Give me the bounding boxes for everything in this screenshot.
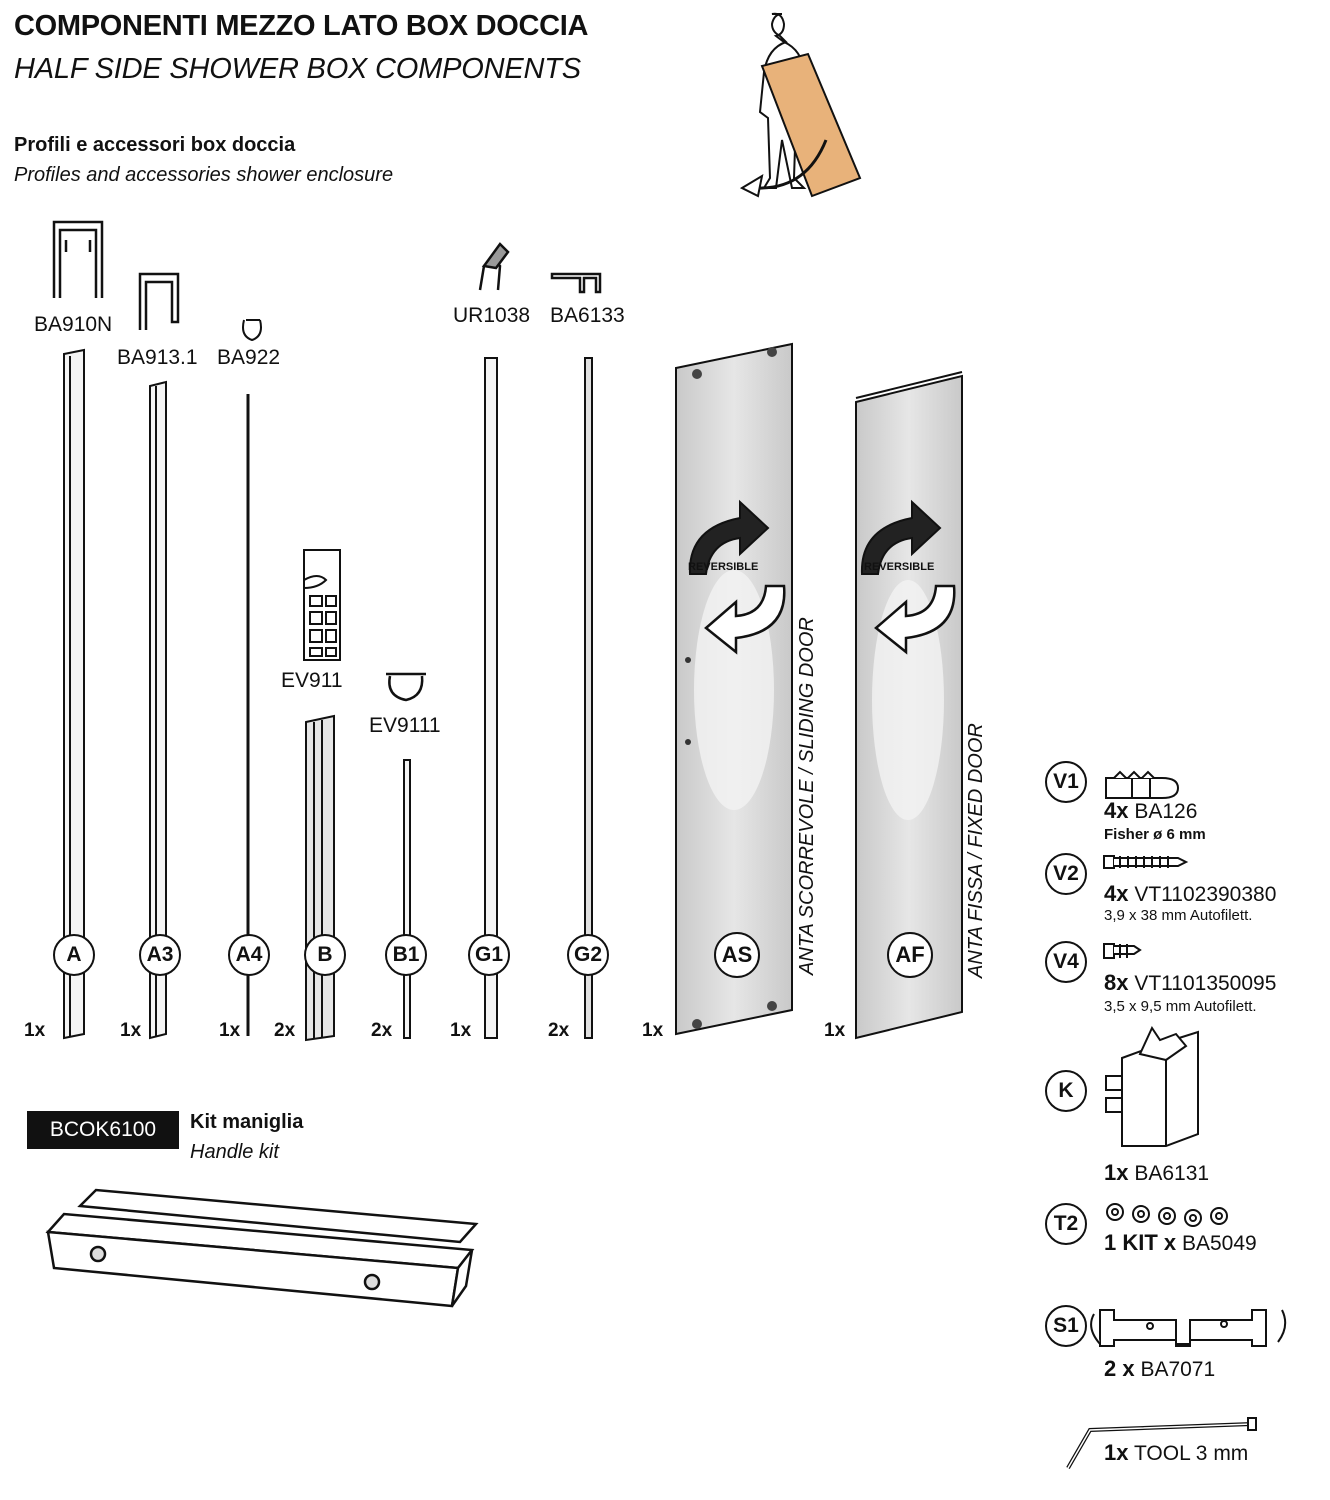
ba910n-section-icon bbox=[52, 220, 104, 298]
ba922-section-icon bbox=[242, 319, 262, 342]
wall-bracket-icon bbox=[1090, 1309, 1287, 1347]
tool-line: 1x TOOL 3 mm bbox=[1104, 1440, 1249, 1465]
person-carrying-panel-icon bbox=[739, 12, 862, 198]
accessory-v1-detail: Fisher ø 6 mm bbox=[1104, 826, 1206, 843]
qty-b1: 2x bbox=[371, 1020, 393, 1041]
accessory-letter-v2: V2 bbox=[1045, 853, 1087, 895]
profile-bar-a bbox=[63, 348, 85, 1040]
code-ba6133: BA6133 bbox=[550, 304, 625, 327]
handle-kit-code-badge: BCOK6100 bbox=[27, 1111, 179, 1149]
page-title: COMPONENTI MEZZO LATO BOX DOCCIA bbox=[14, 10, 589, 42]
panel-letter-af: AF bbox=[887, 932, 933, 978]
code-ba910n: BA910N bbox=[34, 313, 113, 336]
qty-g2: 2x bbox=[548, 1020, 570, 1041]
ev9111-section-icon bbox=[386, 672, 426, 702]
allen-key-icon bbox=[1066, 1417, 1257, 1470]
qty-a: 1x bbox=[24, 1020, 46, 1041]
accessory-v4-detail: 3,5 x 9,5 mm Autofilett. bbox=[1104, 998, 1257, 1015]
handle-kit-label-english: Handle kit bbox=[190, 1141, 279, 1163]
sliding-door-label: ANTA SCORREVOLE / SLIDING DOOR bbox=[796, 617, 818, 975]
handle-kit-drawing bbox=[45, 1188, 479, 1308]
code-ev911: EV911 bbox=[281, 669, 343, 692]
reversible-arrows-icon bbox=[688, 499, 786, 655]
ur1038-section-icon bbox=[478, 242, 510, 291]
accessory-letter-s1: S1 bbox=[1045, 1305, 1087, 1347]
section-subtitle-english: Profiles and accessories shower enclosur… bbox=[14, 164, 394, 186]
accessory-v1-line: 4x BA126 bbox=[1104, 798, 1198, 823]
profile-letter-b: B bbox=[304, 934, 346, 976]
panel-letter-as: AS bbox=[714, 932, 760, 978]
accessory-t2-line: 1 KIT x BA5049 bbox=[1104, 1230, 1257, 1255]
reversible-label: REVERSIBLE bbox=[688, 561, 759, 573]
accessory-k-line: 1x BA6131 bbox=[1104, 1160, 1210, 1185]
profile-letter-a3: A3 bbox=[139, 934, 181, 976]
accessory-v2-detail: 3,9 x 38 mm Autofilett. bbox=[1104, 907, 1253, 924]
accessory-letter-v4: V4 bbox=[1045, 941, 1087, 983]
profile-bar-g1 bbox=[484, 357, 498, 1039]
accessory-v2-line: 4x VT1102390380 bbox=[1104, 881, 1277, 906]
ev911-section-icon bbox=[303, 549, 341, 661]
profile-letter-a4: A4 bbox=[228, 934, 270, 976]
code-ur1038: UR1038 bbox=[453, 304, 531, 327]
qty-b: 2x bbox=[274, 1020, 296, 1041]
accessory-v4-line: 8x VT1101350095 bbox=[1104, 970, 1277, 995]
profile-bar-b bbox=[305, 714, 335, 1042]
qty-a4: 1x bbox=[219, 1020, 241, 1041]
code-ba922: BA922 bbox=[217, 346, 281, 369]
qty-a3: 1x bbox=[120, 1020, 142, 1041]
code-ev9111: EV9111 bbox=[369, 714, 441, 737]
qty-g1: 1x bbox=[450, 1020, 472, 1041]
reversible-arrows-icon bbox=[860, 499, 956, 655]
profile-bar-g2 bbox=[584, 357, 593, 1039]
sliding-door-panel bbox=[675, 342, 793, 1036]
qty-as: 1x bbox=[642, 1020, 664, 1041]
accessory-letter-k: K bbox=[1045, 1070, 1087, 1112]
profile-letter-b1: B1 bbox=[385, 934, 427, 976]
ba6133-section-icon bbox=[550, 272, 602, 294]
screw-caps-icon bbox=[1106, 1203, 1228, 1227]
fixed-door-label: ANTA FISSA / FIXED DOOR bbox=[965, 723, 987, 978]
accessory-letter-t2: T2 bbox=[1045, 1203, 1087, 1245]
code-ba913: BA913.1 bbox=[117, 346, 198, 369]
ba913-section-icon bbox=[138, 272, 180, 330]
profile-bar-b1 bbox=[403, 759, 411, 1039]
profile-letter-g1: G1 bbox=[468, 934, 510, 976]
profile-letter-g2: G2 bbox=[567, 934, 609, 976]
corner-bracket-icon bbox=[1105, 1025, 1199, 1147]
accessory-s1-line: 2 x BA7071 bbox=[1104, 1356, 1216, 1381]
long-screw-icon bbox=[1103, 855, 1189, 869]
accessory-letter-v1: V1 bbox=[1045, 761, 1087, 803]
qty-af: 1x bbox=[824, 1020, 846, 1041]
reversible-label: REVERSIBLE bbox=[864, 561, 935, 573]
short-screw-icon bbox=[1103, 943, 1142, 959]
section-subtitle: Profili e accessori box doccia bbox=[14, 134, 296, 156]
fisher-plug-icon bbox=[1105, 770, 1180, 799]
handle-kit-label: Kit maniglia bbox=[190, 1111, 304, 1133]
profile-bar-a3 bbox=[149, 380, 167, 1040]
profile-letter-a: A bbox=[53, 934, 95, 976]
page-title-english: HALF SIDE SHOWER BOX COMPONENTS bbox=[14, 53, 581, 85]
